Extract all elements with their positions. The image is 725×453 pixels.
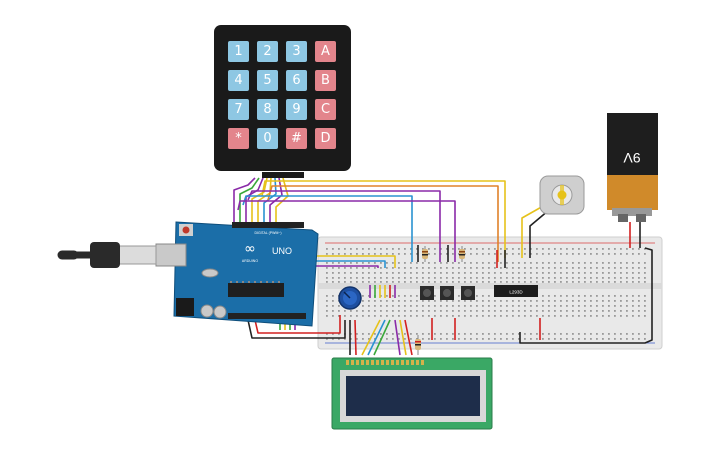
digital-header-label: DIGITAL (PWM~) (254, 231, 281, 235)
arduino-infinity-icon: ∞ (244, 241, 256, 257)
battery-9v[interactable]: 9V (607, 113, 658, 222)
keypad-key-7[interactable]: 7 (228, 99, 249, 120)
keypad-key-8[interactable]: 8 (257, 99, 278, 120)
keypad[interactable]: 1 2 3 A 4 5 6 B 7 8 9 C * 0 # D (214, 25, 351, 178)
lcd-pins (346, 360, 424, 365)
keypad-key-A[interactable]: A (315, 41, 336, 62)
keypad-key-label: 4 (234, 73, 242, 88)
atmega-chip (228, 283, 284, 297)
keypad-key-5[interactable]: 5 (257, 70, 278, 91)
keypad-key-label: D (320, 131, 330, 146)
push-button[interactable] (440, 286, 454, 300)
keypad-key-B[interactable]: B (315, 70, 336, 91)
arduino-brand-text: ARDUINO (242, 259, 258, 263)
keypad-key-label: 7 (234, 102, 242, 117)
keypad-key-label: # (291, 131, 302, 146)
keypad-key-*[interactable]: * (228, 128, 249, 149)
keypad-key-label: 9 (292, 102, 300, 117)
keypad-key-label: 0 (263, 131, 271, 146)
push-button[interactable] (420, 286, 434, 300)
keypad-key-label: 6 (292, 73, 300, 88)
keypad-key-6[interactable]: 6 (286, 70, 307, 91)
keypad-key-label: B (321, 73, 330, 88)
keypad-key-0[interactable]: 0 (257, 128, 278, 149)
usb-cable (57, 242, 157, 268)
motor-driver-chip[interactable]: L293D (494, 285, 538, 297)
potentiometer[interactable] (338, 286, 362, 310)
keypad-key-label: 3 (292, 44, 300, 59)
dc-motor[interactable] (539, 175, 585, 215)
keypad-key-D[interactable]: D (315, 128, 336, 149)
resistors[interactable] (415, 246, 465, 355)
keypad-key-label: 8 (263, 102, 271, 117)
keypad-key-label: A (321, 44, 330, 59)
keypad-key-1[interactable]: 1 (228, 41, 249, 62)
keypad-keys: 1 2 3 A 4 5 6 B 7 8 9 C * 0 # D (228, 41, 336, 149)
resistor[interactable] (422, 246, 428, 262)
chip-label: L293D (509, 290, 523, 295)
keypad-key-label: C (321, 102, 330, 117)
resistor[interactable] (415, 335, 421, 355)
power-jack (176, 298, 194, 316)
power-analog-header (228, 313, 306, 319)
resistor[interactable] (459, 246, 465, 262)
arduino-logo-text: UNO (272, 246, 292, 256)
digital-header (232, 222, 304, 228)
keypad-key-C[interactable]: C (315, 99, 336, 120)
keypad-key-label: * (235, 131, 242, 146)
push-button[interactable] (461, 286, 475, 300)
keypad-key-label: 2 (263, 44, 271, 59)
usb-port (155, 243, 187, 267)
keypad-key-4[interactable]: 4 (228, 70, 249, 91)
arduino-board[interactable]: ∞ UNO ARDUINO DIGITAL (PWM~) (155, 221, 319, 327)
lcd-display[interactable] (331, 357, 493, 430)
keypad-key-label: 5 (263, 73, 271, 88)
keypad-key-label: 1 (234, 44, 242, 59)
keypad-key-9[interactable]: 9 (286, 99, 307, 120)
keypad-key-#[interactable]: # (286, 128, 307, 149)
push-buttons[interactable] (420, 286, 475, 300)
keypad-key-3[interactable]: 3 (286, 41, 307, 62)
battery-label: 9V (623, 150, 641, 166)
keypad-key-2[interactable]: 2 (257, 41, 278, 62)
